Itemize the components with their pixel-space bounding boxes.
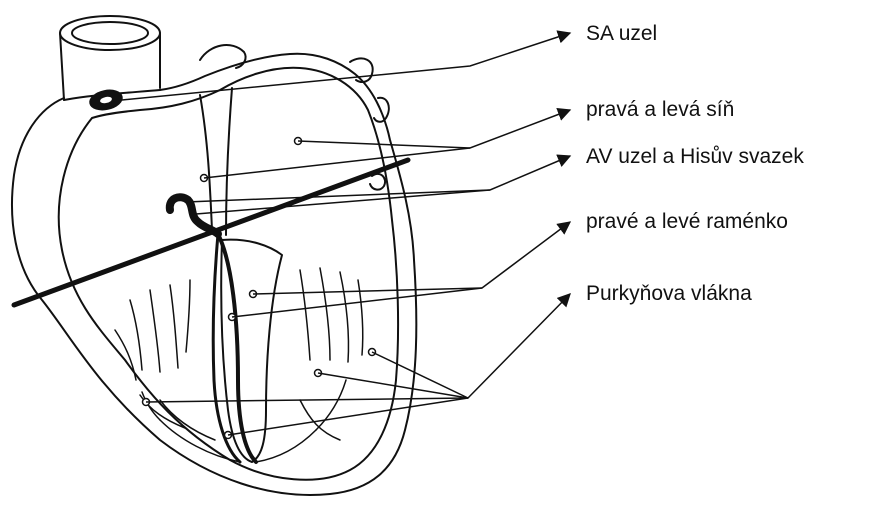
leader-purkinje-4 [372, 294, 570, 398]
superior-vena-cava [60, 16, 160, 100]
leader-branches-upper [253, 288, 482, 294]
leader-atria-right [204, 148, 470, 178]
leader-purkinje-2 [228, 398, 468, 435]
label-sa-node: SA uzel [586, 22, 657, 45]
label-bundle-branches: pravé a levé raménko [586, 210, 788, 233]
heart-illustration [12, 16, 416, 495]
leader-lines [122, 33, 570, 435]
label-purkinje: Purkyňova vlákna [586, 282, 752, 305]
section-line [14, 160, 408, 305]
label-atria: pravá a levá síň [586, 98, 734, 121]
leader-purkinje-1 [146, 398, 468, 402]
leader-atria-left [298, 110, 570, 148]
label-av-node-his: AV uzel a Hisův svazek [586, 145, 804, 168]
leader-branches-lower [232, 222, 570, 317]
leader-av-upper [186, 190, 490, 202]
